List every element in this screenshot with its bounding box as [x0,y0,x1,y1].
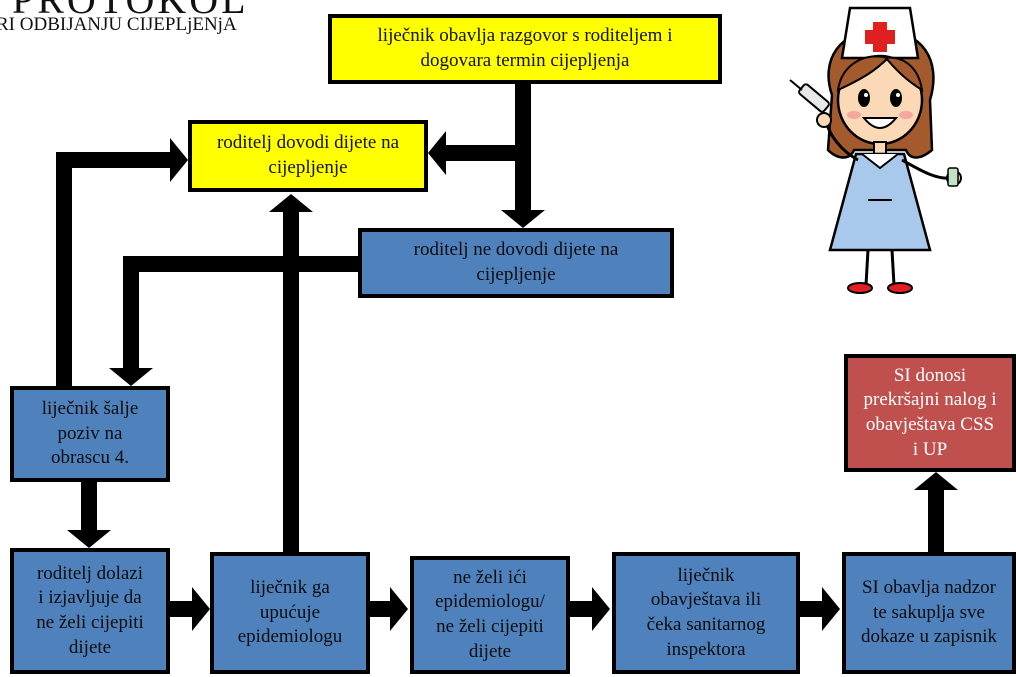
syringe-icon [789,79,830,113]
box-poziv: liječnik šalje poziv na obrascu 4. [10,386,170,482]
arrow-izjavljuje-upucuje [170,601,194,617]
arrow-razgovor-dovodi [445,145,525,161]
arrow-head [501,210,545,228]
box-nadzor: SI obavlja nadzor te sakuplja sve dokaze… [842,552,1016,674]
protocol-subtitle: RI ODBIJANJU CIJEPLjENjA [0,14,237,35]
arrow-ne-dovodi-poziv-vertical [123,256,139,368]
protocol-title: PROTOKOL [12,0,249,23]
arrow-poziv-dovodi-vertical [56,152,72,388]
box-ne-zeli-text: ne želi ići epidemiologu/ ne želi cijepi… [435,566,545,662]
arrow-nadzor-nalog [928,490,944,554]
arrow-head [390,587,408,631]
arrow-poziv-dovodi [56,152,172,168]
arrow-head [914,472,958,490]
arrow-ne-zeli-obavjestava [570,601,594,617]
arrow-head [192,587,210,631]
box-upucuje: liječnik ga upućuje epidemiologu [210,552,370,674]
arrow-poziv-izjavljuje [81,482,97,532]
arrow-head [428,131,446,175]
box-izjavljuje-text: roditelj dolazi i izjavljuje da ne želi … [36,562,144,658]
arrow-head [592,587,610,631]
arrow-head [67,530,111,548]
box-dovodi: roditelj dovodi dijete na cijepljenje [188,120,428,192]
box-poziv-text: liječnik šalje poziv na obrascu 4. [41,397,139,469]
box-nalog: SI donosi prekršajni nalog i obavještava… [844,354,1016,472]
box-ne-dovodi-text: roditelj ne dovodi dijete na cijepljenje [413,239,619,285]
arrow-head [109,368,153,386]
box-obavjestava: liječnik obavještava ili čeka sanitarnog… [612,552,800,674]
arrow-ne-dovodi-poziv [123,256,360,272]
box-izjavljuje: roditelj dolazi i izjavljuje da ne želi … [10,548,170,674]
arrow-upucuje-ne-zeli [370,601,392,617]
box-nalog-text: SI donosi prekršajni nalog i obavještava… [863,364,997,460]
nurse-illustration [789,6,962,294]
arrow-upucuje-dovodi [283,212,299,554]
box-nadzor-text: SI obavlja nadzor te sakuplja sve dokaze… [860,576,998,648]
box-obavjestava-text: liječnik obavještava ili čeka sanitarnog… [646,564,766,660]
box-razgovor-text: liječnik obavlja razgovor s roditeljem i… [377,25,673,71]
box-ne-zeli: ne želi ići epidemiologu/ ne želi cijepi… [410,556,570,674]
arrow-head [170,138,188,182]
arrow-head [269,194,313,212]
arrow-obavjestava-nadzor [800,601,824,617]
box-ne-dovodi: roditelj ne dovodi dijete na cijepljenje [358,228,674,298]
box-upucuje-text: liječnik ga upućuje epidemiologu [237,576,343,648]
box-dovodi-text: roditelj dovodi dijete na cijepljenje [216,132,400,178]
box-razgovor: liječnik obavlja razgovor s roditeljem i… [328,14,722,84]
arrow-head [822,587,840,631]
